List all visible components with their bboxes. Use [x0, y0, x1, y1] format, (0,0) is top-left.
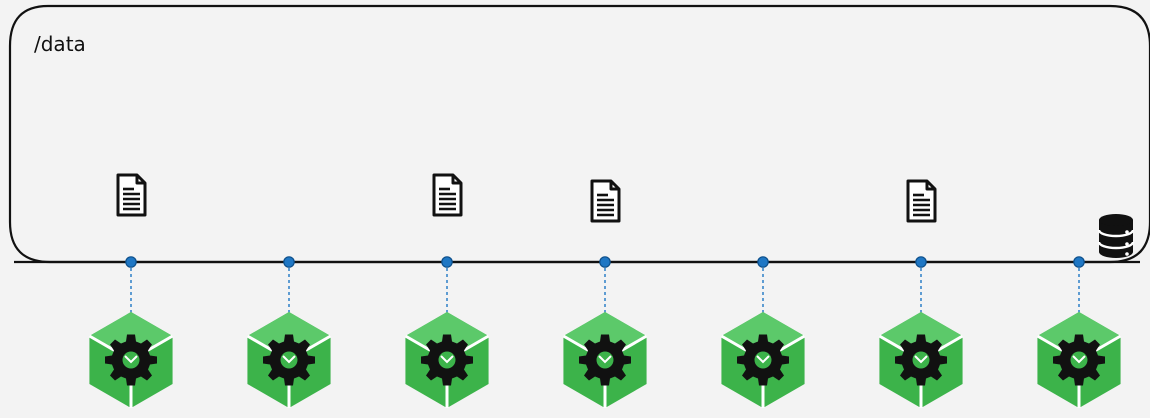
pod-edge-inner	[282, 355, 296, 364]
document-icon	[432, 173, 463, 217]
gear-hole	[754, 351, 772, 369]
pod-edge-inner	[124, 355, 138, 364]
document-fold	[925, 181, 935, 191]
volume-mount-dot	[757, 256, 769, 268]
database-led	[1125, 252, 1129, 256]
volume-container	[8, 4, 1150, 264]
pod-gear-icon	[562, 312, 648, 408]
gear-hole	[912, 351, 930, 369]
pod-edge-inner	[914, 355, 928, 364]
gear-hole	[596, 351, 614, 369]
pod-gear-icon	[1036, 312, 1122, 408]
files	[116, 173, 937, 223]
document-fold	[135, 175, 145, 185]
document-icon	[906, 179, 937, 223]
gear-hole	[122, 351, 140, 369]
volume-mount-dot	[915, 256, 927, 268]
volume-mount-dot	[283, 256, 295, 268]
database-icon	[1097, 214, 1135, 258]
pod-gear-icon	[404, 312, 490, 408]
volume-mount-dot	[441, 256, 453, 268]
document-fold	[609, 181, 619, 191]
pods	[88, 312, 1122, 408]
volume-mount-dot	[125, 256, 137, 268]
volume-path-label: /data	[34, 32, 86, 56]
pod-edge-inner	[440, 355, 454, 364]
document-fold	[451, 175, 461, 185]
volume-mount-dot	[599, 256, 611, 268]
database-top	[1099, 214, 1133, 226]
pod-gear-icon	[88, 312, 174, 408]
database-band	[1097, 229, 1135, 238]
database-led	[1125, 242, 1129, 246]
gear-hole	[1070, 351, 1088, 369]
pod-gear-icon	[720, 312, 806, 408]
gear-hole	[280, 351, 298, 369]
gear-hole	[438, 351, 456, 369]
pod-edge-inner	[1072, 355, 1086, 364]
volume-mount-dot	[1073, 256, 1085, 268]
database-body	[1099, 220, 1133, 258]
database-led	[1125, 230, 1129, 234]
pod-edge-inner	[598, 355, 612, 364]
pod-gear-icon	[878, 312, 964, 408]
database	[1097, 214, 1135, 258]
document-icon	[590, 179, 621, 223]
pod-gear-icon	[246, 312, 332, 408]
document-icon	[116, 173, 147, 217]
database-band	[1097, 241, 1135, 250]
pod-edge-inner	[756, 355, 770, 364]
